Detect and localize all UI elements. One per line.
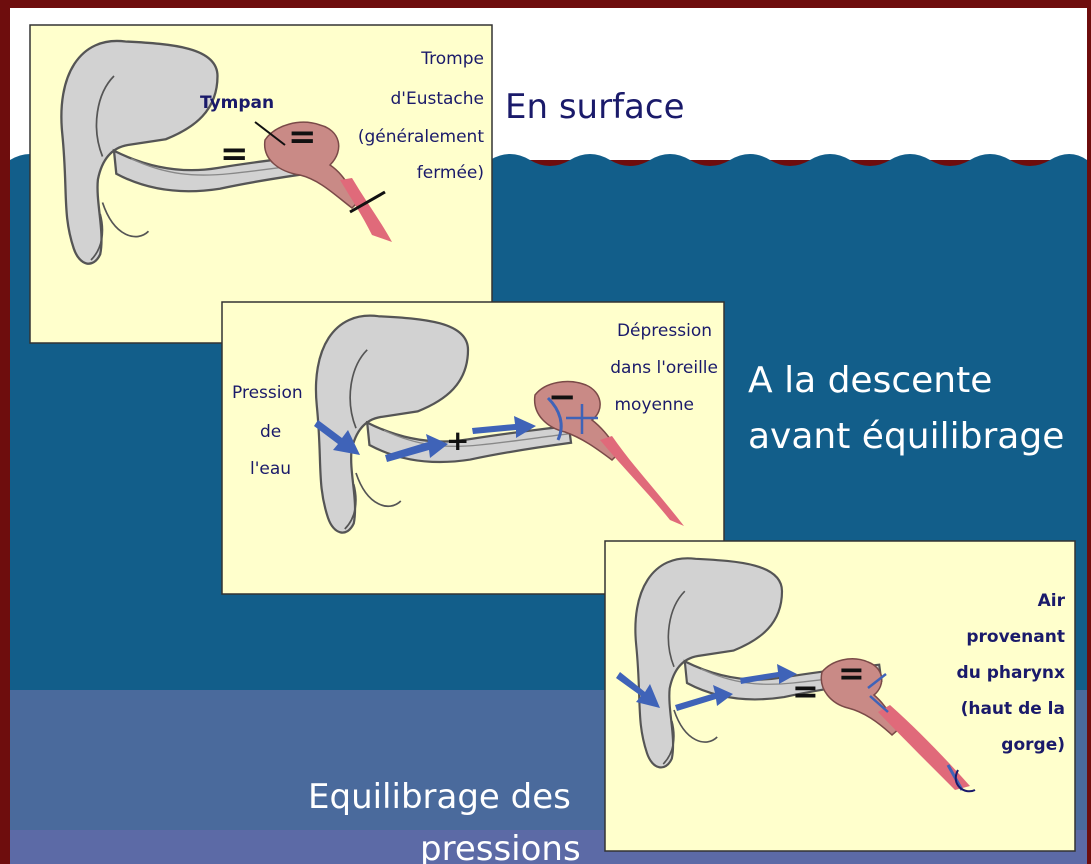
label-depression-2: dans l'oreille — [610, 358, 718, 378]
heading-surface: En surface — [505, 87, 685, 127]
heading-descent-line2: avant équilibrage — [748, 416, 1064, 457]
label-trompe-2: d'Eustache — [391, 89, 485, 109]
label-air-5: gorge) — [1001, 735, 1065, 755]
label-depression-3: moyenne — [615, 395, 695, 415]
panel-equalization: Air provenant du pharynx (haut de la gor… — [605, 541, 1075, 851]
label-tympan: Tympan — [200, 93, 274, 113]
label-air-2: provenant — [966, 627, 1065, 647]
heading-equal-line2: pressions — [420, 829, 581, 864]
sign-outer-equal: = — [220, 134, 249, 174]
heading-equal-line1: Equilibrage des — [308, 777, 571, 817]
sign-inner-equal: = — [288, 117, 317, 157]
label-trompe-4: fermée) — [417, 163, 484, 183]
label-depression-1: Dépression — [617, 321, 712, 341]
label-trompe-3: (généralement — [358, 127, 484, 147]
label-air-3: du pharynx — [957, 663, 1066, 683]
sign-inner-equal: = — [838, 654, 865, 692]
label-pression-3: l'eau — [250, 459, 291, 479]
label-pression-1: Pression — [232, 383, 303, 403]
heading-descent-line1: A la descente — [748, 360, 992, 401]
sign-outer-plus: + — [446, 424, 469, 457]
label-air-4: (haut de la — [961, 699, 1065, 719]
sign-inner-minus: − — [548, 377, 577, 417]
label-air-1: Air — [1038, 591, 1066, 611]
label-trompe-1: Trompe — [420, 49, 484, 69]
label-pression-2: de — [260, 422, 281, 442]
panel-surface: Tympan Trompe d'Eustache (généralement f… — [30, 25, 492, 343]
sign-outer-equal: = — [792, 672, 819, 710]
